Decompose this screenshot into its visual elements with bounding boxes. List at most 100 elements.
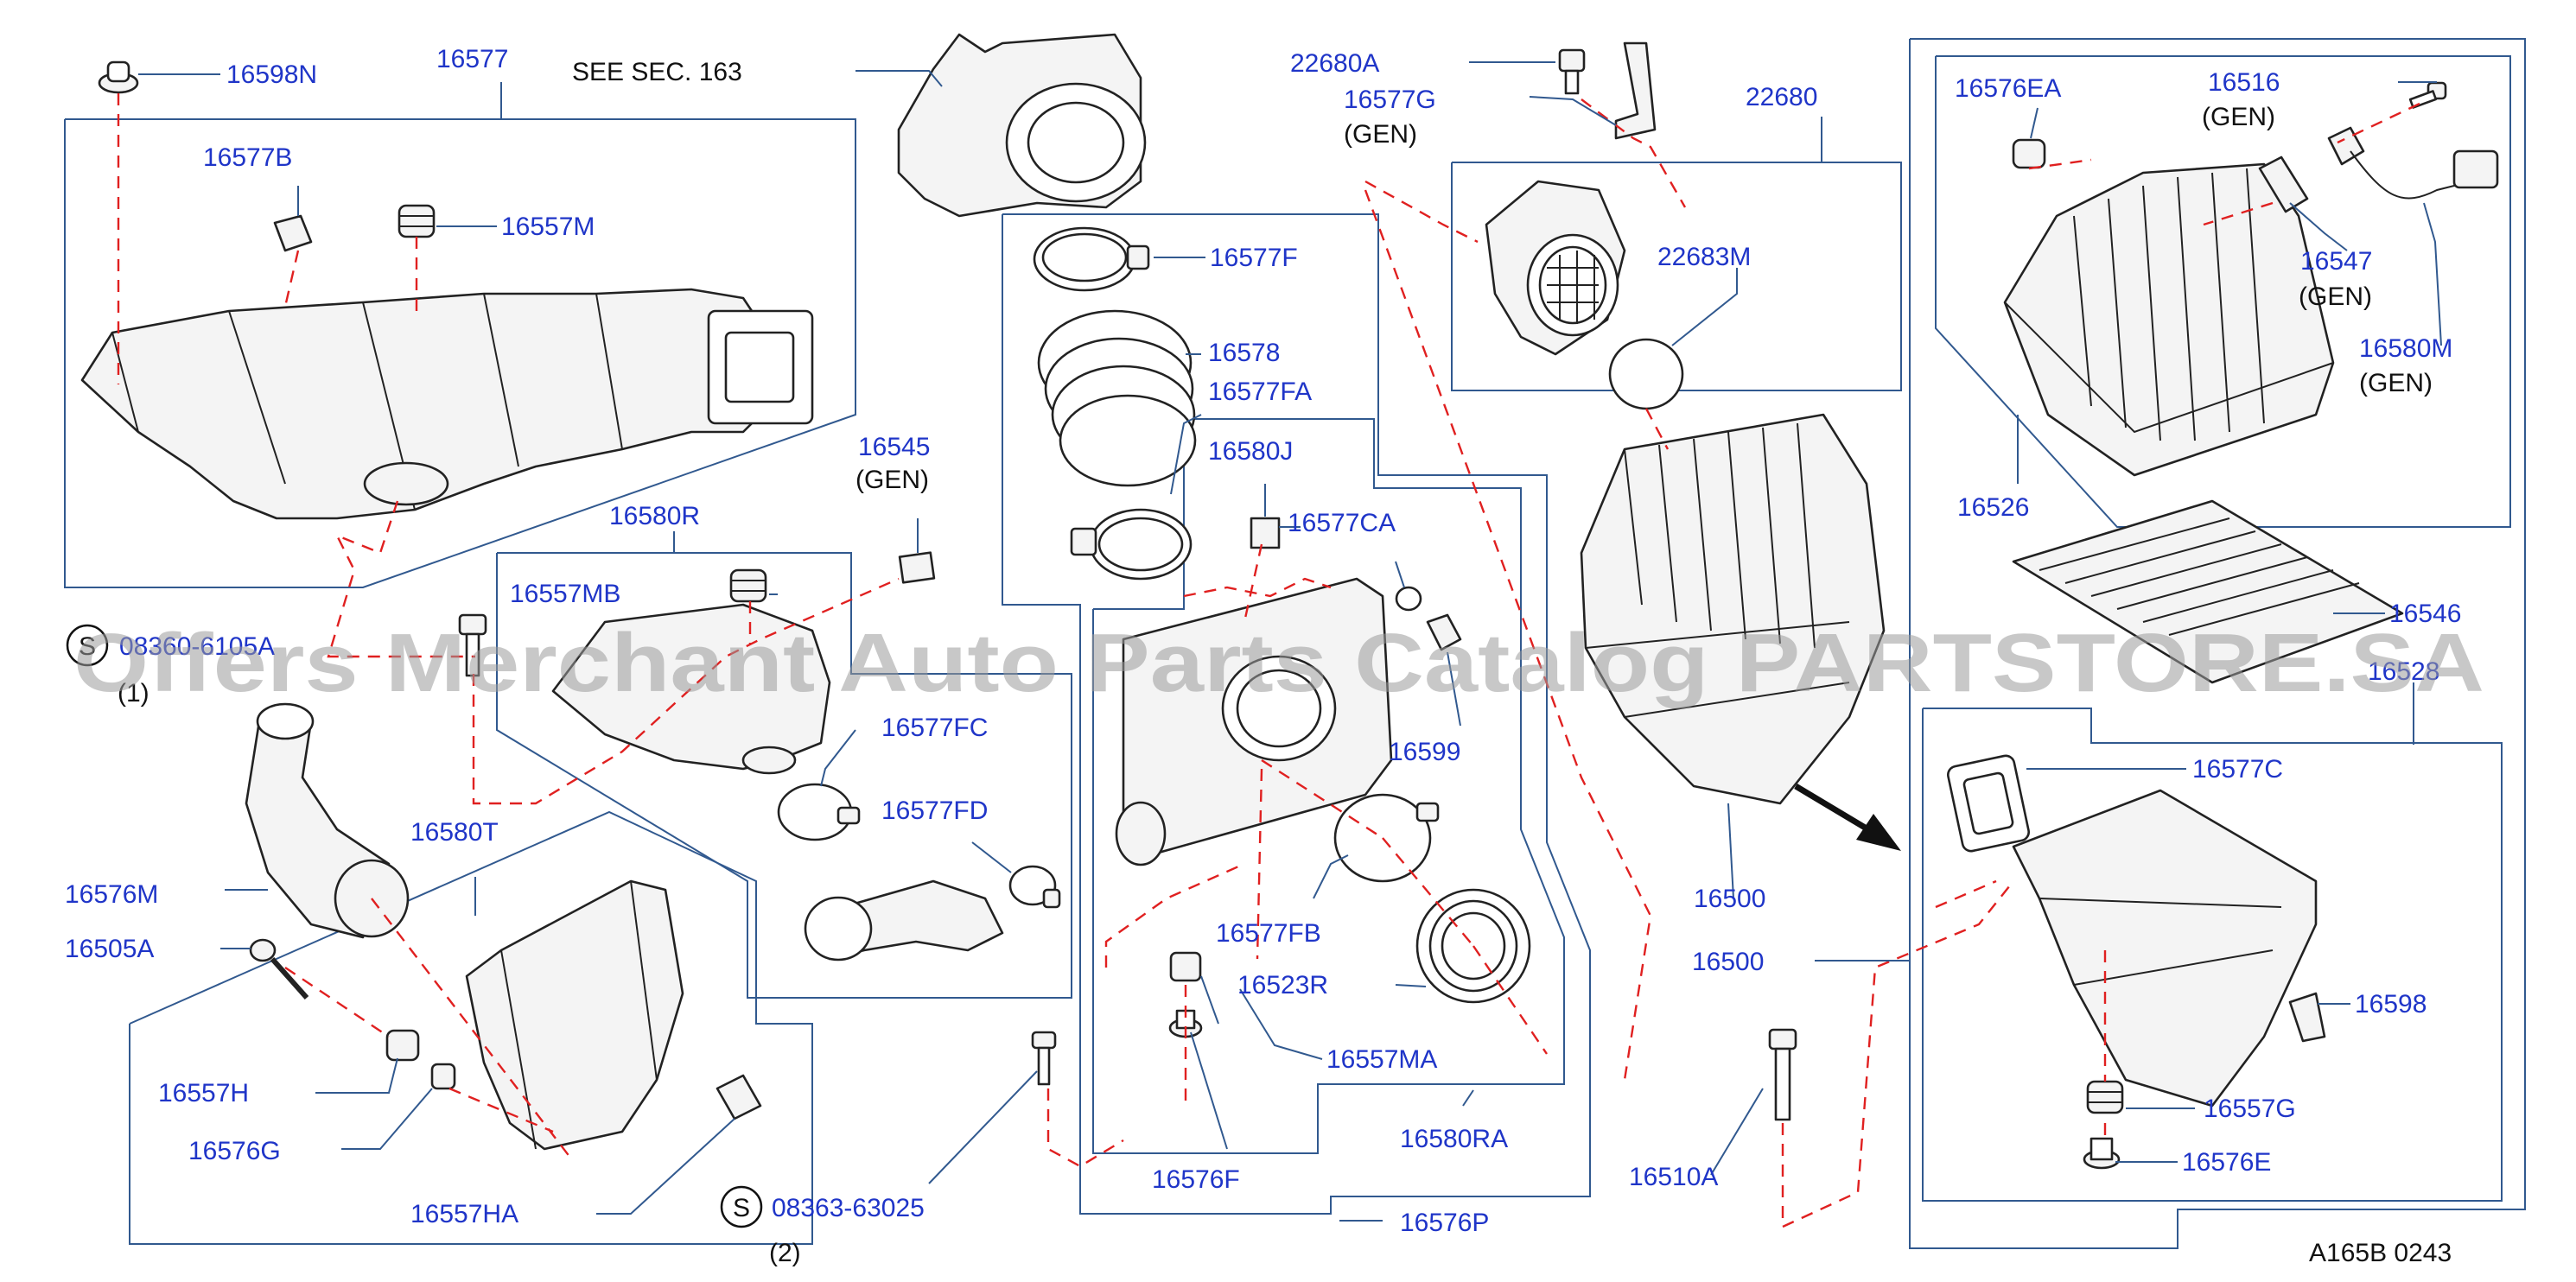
label-16598n: 16598N bbox=[226, 60, 317, 89]
part-16557m-grommet bbox=[398, 204, 436, 238]
label-16526: 16526 bbox=[1957, 493, 2029, 522]
part-16526-cover bbox=[2003, 162, 2335, 477]
direction-arrow-icon bbox=[1794, 783, 1901, 851]
frame-16500 bbox=[1909, 38, 2526, 1249]
part-16576e-bushing bbox=[2083, 1137, 2121, 1170]
label-16599: 16599 bbox=[1389, 738, 1460, 766]
label-08360: 08360-6105A bbox=[119, 632, 275, 661]
label-16577c: 16577C bbox=[2192, 755, 2283, 784]
label-16598: 16598 bbox=[2355, 990, 2427, 1019]
label-16578: 16578 bbox=[1208, 339, 1280, 367]
label-16577b: 16577B bbox=[203, 143, 292, 172]
label-16505a: 16505A bbox=[65, 935, 154, 963]
label-08363: 08363-63025 bbox=[772, 1194, 925, 1222]
part-16557mb-grommet bbox=[729, 568, 767, 603]
label-16557m: 16557M bbox=[501, 213, 595, 241]
label-16523r: 16523R bbox=[1237, 971, 1328, 1000]
part-22680a-screw bbox=[1558, 48, 1586, 95]
label-16557h: 16557H bbox=[158, 1079, 249, 1107]
label-16577f: 16577F bbox=[1210, 244, 1298, 272]
part-16500-air-cleaner bbox=[1580, 413, 1886, 805]
label-16516-gen: (GEN) bbox=[2202, 103, 2275, 131]
label-16500-upper: 16500 bbox=[1694, 885, 1765, 913]
part-16557h-grommet bbox=[385, 1029, 420, 1062]
label-16577fa: 16577FA bbox=[1208, 378, 1312, 406]
label-16580m-gen: (GEN) bbox=[2359, 369, 2433, 397]
label-16580m: 16580M bbox=[2359, 334, 2452, 363]
frame-16576P bbox=[1002, 213, 1591, 1215]
label-16510a: 16510A bbox=[1629, 1163, 1718, 1191]
part-16510a-bolt bbox=[1768, 1028, 1797, 1121]
part-16577c-gasket bbox=[1947, 754, 2030, 853]
label-16546: 16546 bbox=[2389, 600, 2461, 628]
watermark-text: Offers Merchant Auto Parts Catalog PARTS… bbox=[73, 617, 2484, 709]
label-16545: 16545 bbox=[858, 433, 930, 461]
s-symbol-08360: S bbox=[79, 632, 96, 661]
label-22683m: 22683M bbox=[1657, 243, 1751, 271]
part-16580m-sensor-harness bbox=[2327, 126, 2499, 200]
label-16577: 16577 bbox=[436, 45, 508, 73]
label-16557ma: 16557MA bbox=[1326, 1045, 1437, 1074]
part-16547-gasket bbox=[2258, 155, 2309, 213]
part-throttle-body bbox=[897, 33, 1147, 218]
part-16577fd-clamp bbox=[1008, 865, 1061, 909]
part-16577g-bracket bbox=[1614, 41, 1657, 140]
label-16576ea: 16576EA bbox=[1955, 74, 2061, 103]
part-16557ma-grommet bbox=[1169, 951, 1202, 982]
label-16580r: 16580R bbox=[609, 502, 700, 530]
label-16576m: 16576M bbox=[65, 880, 158, 909]
assembly-dash-lines bbox=[117, 93, 2420, 1228]
label-16577g-gen: (GEN) bbox=[1344, 120, 1417, 149]
label-16576f: 16576F bbox=[1152, 1165, 1240, 1194]
part-16577fa-clamp bbox=[1070, 508, 1193, 581]
s-symbol-08363: S bbox=[733, 1194, 750, 1222]
standard-part-s-icon: S bbox=[720, 1185, 763, 1228]
part-16516-screw bbox=[2408, 81, 2447, 109]
part-22683m-gasket bbox=[1608, 338, 1684, 410]
part-16545-label bbox=[898, 551, 936, 584]
label-16577ca: 16577CA bbox=[1288, 509, 1396, 537]
see-sec-163: SEE SEC. 163 bbox=[572, 58, 742, 86]
label-16528: 16528 bbox=[2368, 657, 2439, 686]
label-16580j: 16580J bbox=[1208, 437, 1293, 466]
frame-16577 bbox=[64, 118, 856, 588]
part-16580r-resonator bbox=[551, 603, 831, 775]
part-16598-clip bbox=[2288, 992, 2326, 1043]
part-08363-bolt bbox=[1031, 1031, 1057, 1086]
label-08363-qty: (2) bbox=[769, 1239, 801, 1267]
label-16576e: 16576E bbox=[2182, 1148, 2271, 1177]
part-16577b-clip bbox=[273, 214, 313, 252]
leader-lines bbox=[138, 61, 2442, 1222]
standard-part-s-icon: S bbox=[66, 624, 109, 667]
part-16577ca-ring bbox=[1395, 586, 1422, 612]
part-16578-bellows-hose bbox=[1037, 309, 1197, 487]
part-16576ea-grommet bbox=[2012, 138, 2046, 169]
part-16557g-grommet bbox=[2086, 1080, 2124, 1114]
part-16576m-tube bbox=[245, 702, 410, 939]
part-16528-lower-case bbox=[2012, 789, 2318, 1107]
label-16576g: 16576G bbox=[188, 1137, 281, 1165]
label-16577fb: 16577FB bbox=[1216, 919, 1321, 948]
part-16577-air-duct bbox=[80, 288, 814, 520]
frame-16528 bbox=[1922, 708, 2503, 1202]
label-16580t: 16580T bbox=[410, 818, 499, 847]
label-16500-lower: 16500 bbox=[1692, 948, 1764, 976]
frame-16580T bbox=[129, 810, 813, 1245]
part-flexible-hose bbox=[804, 879, 1004, 962]
part-16599-bolt bbox=[1426, 613, 1462, 651]
part-16557ha-pin bbox=[716, 1074, 762, 1120]
frame-16526 bbox=[1935, 55, 2511, 528]
label-16576p: 16576P bbox=[1400, 1209, 1489, 1237]
label-16516: 16516 bbox=[2208, 68, 2280, 97]
label-16577g: 16577G bbox=[1344, 86, 1436, 114]
label-22680: 22680 bbox=[1746, 83, 1817, 111]
part-16576g-bushing bbox=[430, 1063, 456, 1090]
part-16577f-clamp bbox=[1033, 226, 1150, 292]
part-16577fc-clamp bbox=[777, 783, 861, 841]
frame-22680 bbox=[1451, 162, 1902, 391]
frame-16580R bbox=[496, 552, 1072, 999]
part-16505a-bolt bbox=[249, 938, 309, 1000]
label-16580ra: 16580RA bbox=[1400, 1125, 1508, 1153]
part-shapes bbox=[80, 33, 2499, 1170]
label-22680a: 22680A bbox=[1290, 49, 1379, 78]
